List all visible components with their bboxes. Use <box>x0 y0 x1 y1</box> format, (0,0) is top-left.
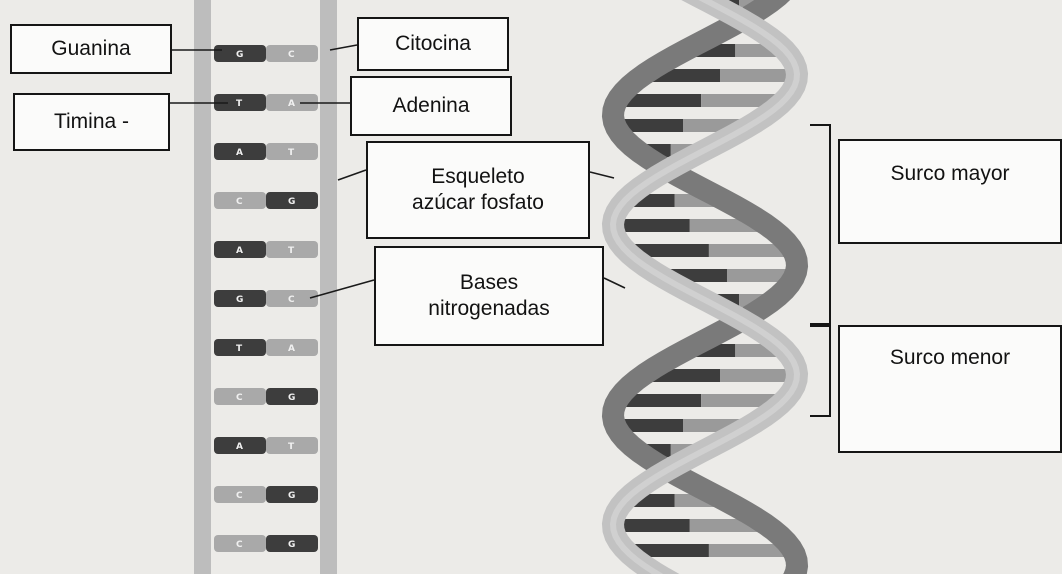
base-letter-left: G <box>236 50 243 60</box>
bases-line-2: nitrogenadas <box>428 296 549 322</box>
base-letter-right: T <box>288 442 295 452</box>
bases-left-connector <box>310 280 374 298</box>
surco-mayor-label: Surco mayor <box>838 139 1062 244</box>
right-rail <box>320 0 337 574</box>
timina-text: Timina <box>54 109 116 135</box>
esqueleto-label: Esqueleto azúcar fosfato <box>366 141 590 239</box>
esqueleto-left-connector <box>338 170 366 180</box>
base-letter-right: A <box>288 99 295 109</box>
base-letter-right: G <box>288 393 295 403</box>
citocina-label: Citocina <box>357 17 509 71</box>
esqueleto-right-connector <box>590 172 614 178</box>
surco-menor-label: Surco menor <box>838 325 1062 453</box>
left-rail <box>194 0 211 574</box>
bases-label: Bases nitrogenadas <box>374 246 604 346</box>
guanina-label: Guanina <box>10 24 172 74</box>
bases-line-1: Bases <box>460 270 518 296</box>
base-letter-left: T <box>236 344 243 354</box>
adenina-label: Adenina <box>350 76 512 136</box>
timina-label: Timina - <box>13 93 170 151</box>
base-letter-left: C <box>236 393 243 403</box>
base-letter-right: C <box>288 50 295 60</box>
base-letter-right: G <box>288 491 295 501</box>
base-letter-right: A <box>288 344 295 354</box>
base-letter-left: C <box>236 540 243 550</box>
base-letter-left: A <box>236 148 243 158</box>
base-letter-right: T <box>288 148 295 158</box>
surco-menor-bracket <box>810 326 830 416</box>
base-letter-right: G <box>288 197 295 207</box>
bases-right-connector <box>604 278 625 288</box>
base-letter-left: G <box>236 295 243 305</box>
base-letter-left: C <box>236 491 243 501</box>
base-letter-right: T <box>288 246 295 256</box>
groove-brackets <box>810 125 830 416</box>
esqueleto-line-1: Esqueleto <box>431 164 524 190</box>
base-letter-right: C <box>288 295 295 305</box>
double-helix <box>613 0 797 574</box>
esqueleto-line-2: azúcar fosfato <box>412 190 544 216</box>
base-letter-left: T <box>236 99 243 109</box>
surco-mayor-bracket <box>810 125 830 324</box>
timina-mark: - <box>122 109 129 135</box>
base-letter-left: A <box>236 442 243 452</box>
base-letter-left: C <box>236 197 243 207</box>
base-letter-right: G <box>288 540 295 550</box>
base-letter-left: A <box>236 246 243 256</box>
